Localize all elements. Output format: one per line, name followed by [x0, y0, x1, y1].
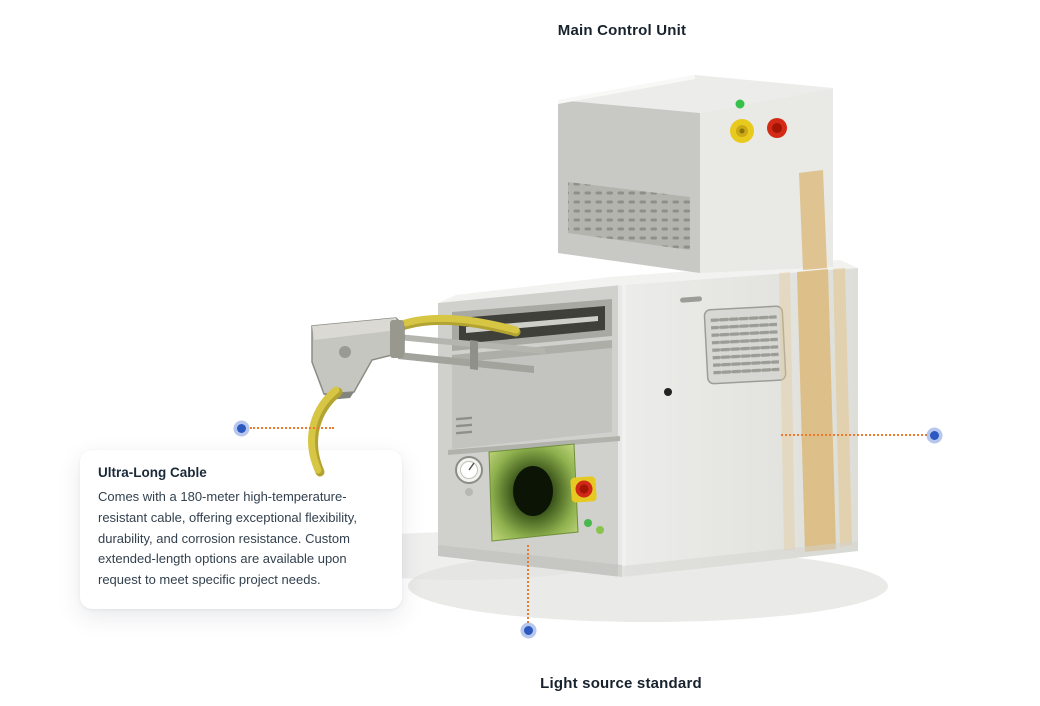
indicator-light-green: [584, 519, 592, 527]
handheld-gun: [311, 314, 545, 400]
keyhole: [664, 388, 672, 396]
power-indicator-light: [735, 99, 745, 109]
front-control-panel: [455, 443, 604, 542]
tan-accent-stripes: [779, 268, 852, 552]
pressure-gauge: [455, 456, 483, 496]
hotspot-marker-main-control-unit[interactable]: [930, 431, 939, 440]
indicator-light-lime: [596, 526, 604, 534]
label-main-control-unit: Main Control Unit: [557, 22, 687, 40]
callout-title: Ultra-Long Cable: [98, 465, 207, 480]
machine-main-body: [438, 260, 858, 577]
emergency-stop-button: [570, 476, 597, 503]
leader-line-main-control-unit: [781, 434, 927, 436]
light-source-label: [488, 443, 579, 542]
callout-card: Ultra-Long Cable Comes with a 180-meter …: [80, 450, 402, 609]
small-vents: [456, 416, 473, 435]
leader-line-cable: [250, 427, 334, 429]
aperture-slot: [452, 299, 612, 351]
key-switch-button: [730, 119, 754, 143]
cabinet-estop-button: [767, 118, 787, 138]
leader-line-light-source: [527, 545, 529, 623]
hotspot-marker-cable[interactable]: [237, 424, 246, 433]
callout-body: Comes with a 180-meter high-temperature-…: [98, 489, 357, 588]
side-vent-grille: [703, 305, 787, 385]
cabinet-vents: [568, 182, 690, 250]
door-handle: [680, 296, 703, 303]
label-light-source-standard: Light source standard: [540, 675, 702, 693]
control-cabinet: [558, 75, 833, 273]
hotspot-marker-light-source[interactable]: [524, 626, 533, 635]
